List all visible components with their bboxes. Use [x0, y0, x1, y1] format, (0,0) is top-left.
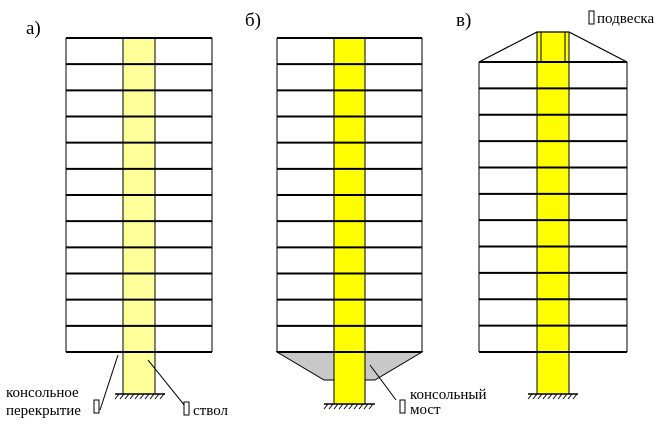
hatch-stroke [532, 393, 538, 400]
suspension-label: подвеска [597, 11, 654, 27]
hatch-stroke [547, 393, 553, 400]
hatch-stroke [562, 393, 568, 400]
panel-c-ground-hatch [527, 393, 578, 400]
panel-a-core [122, 37, 156, 395]
panel-c-floors [479, 61, 627, 353]
panel-a-floors [66, 37, 212, 353]
bridge-leader [369, 364, 397, 401]
panel-b-ground-hatch [323, 403, 374, 410]
hatch-stroke [323, 403, 329, 410]
hatch-stroke [557, 393, 563, 400]
bridge-marker [399, 399, 406, 414]
bridge-label-line1: консольный [410, 387, 486, 403]
core-leader-a [147, 359, 186, 407]
panel-a-ground-hatch [114, 393, 165, 400]
hatch-stroke [154, 393, 160, 400]
hatch-stroke [552, 393, 558, 400]
hatch-stroke [114, 393, 120, 400]
panel-b-bridge-right [364, 351, 424, 381]
core-marker [183, 401, 190, 416]
hatch-stroke [159, 393, 165, 400]
panel-b-floors [277, 37, 422, 353]
panel-b-bridge-left [275, 351, 335, 381]
suspension-marker [588, 10, 595, 25]
panel-c-suspension-cable [478, 31, 628, 63]
hatch-stroke [572, 393, 578, 400]
hatch-stroke [343, 403, 349, 410]
bridge-label-line2: мост [410, 402, 441, 418]
cantilever-slab-marker [93, 399, 100, 414]
hatch-stroke [129, 393, 135, 400]
core-label: ствол [193, 403, 228, 419]
cantilever-slab-label-line2: перекрытие [6, 403, 81, 419]
panel-c-label: в) [456, 10, 471, 31]
hatch-stroke [338, 403, 344, 410]
hatch-stroke [144, 393, 150, 400]
panel-a-label: а) [26, 18, 41, 39]
hatch-stroke [333, 403, 339, 410]
hatch-stroke [542, 393, 548, 400]
panel-a: а) консольное перекрытие ствол [6, 18, 228, 419]
hatch-stroke [328, 403, 334, 410]
hatch-stroke [363, 403, 369, 410]
panel-c-core [536, 31, 570, 395]
cantilever-slab-label-line1: консольное [6, 385, 79, 401]
hatch-stroke [348, 403, 354, 410]
cantilever-slab-leader [99, 354, 119, 411]
hatch-stroke [527, 393, 533, 400]
hatch-stroke [353, 403, 359, 410]
hatch-stroke [119, 393, 125, 400]
hatch-stroke [358, 403, 364, 410]
hatch-stroke [537, 393, 543, 400]
hatch-stroke [368, 403, 374, 410]
hatch-stroke [134, 393, 140, 400]
hatch-stroke [567, 393, 573, 400]
panel-c: в) подвеска [456, 10, 654, 400]
hatch-stroke [139, 393, 145, 400]
hatch-stroke [124, 393, 130, 400]
panel-b: б) консольный мост [245, 10, 486, 418]
hatch-stroke [149, 393, 155, 400]
panel-b-label: б) [245, 10, 261, 31]
